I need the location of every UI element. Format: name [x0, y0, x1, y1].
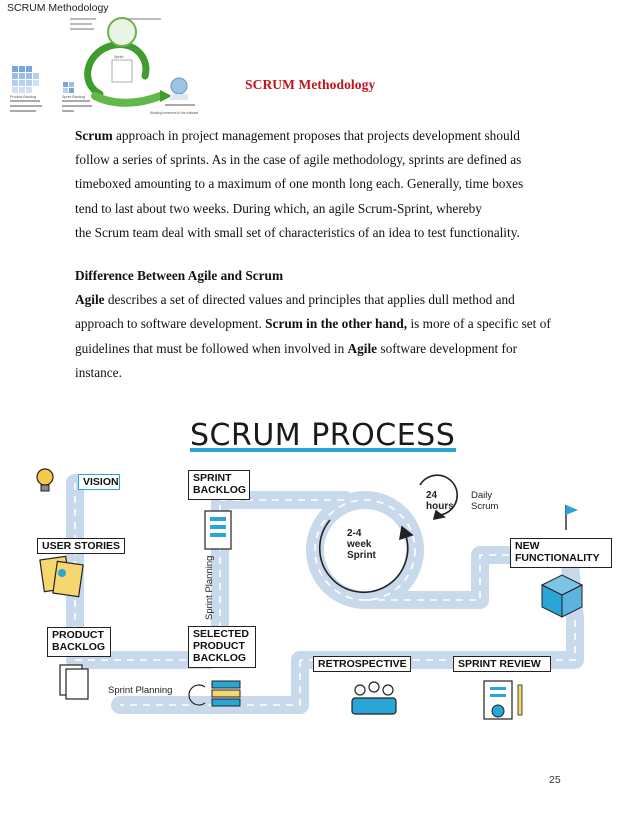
diagram-title: SCRUM PROCESS	[190, 418, 456, 453]
paragraph-line: Scrum approach in project management pro…	[75, 124, 575, 148]
label-line: hours	[426, 501, 454, 512]
product-box-icon	[540, 574, 584, 618]
sprint-backlog-list-icon	[204, 510, 232, 550]
line-text: follow a series of sprints. As in the ca…	[75, 152, 522, 168]
sprint-planning-vertical-label: Sprint Planning	[204, 555, 215, 620]
selected-product-backlog-label: SELECTED PRODUCT BACKLOG	[188, 626, 256, 668]
label-line: PRODUCT	[193, 640, 245, 652]
scrum-process-road	[36, 468, 584, 720]
sprint-planning-bottom-label: Sprint Planning	[108, 685, 173, 696]
paragraph-line: tend to last about two weeks. During whi…	[75, 197, 575, 221]
label-line: BACKLOG	[193, 484, 247, 496]
bold-term: Scrum in the other hand,	[265, 316, 408, 332]
label-line: 2-4	[347, 528, 362, 539]
label-line: Sprint	[347, 550, 376, 561]
user-story-cards-icon	[39, 555, 84, 598]
label-line: 24	[426, 490, 438, 501]
thumbnail-tiny-label-sprint: Sprint	[114, 55, 123, 59]
paragraph-line: timeboxed amounting to a maximum of one …	[75, 172, 575, 196]
line-text: instance.	[75, 364, 122, 380]
sprint-length-label: 2-4 week Sprint	[347, 528, 376, 561]
title-underline	[190, 448, 456, 452]
new-functionality-label: NEW FUNCTIONALITY	[510, 538, 612, 568]
page-number: 25	[549, 774, 561, 786]
sprint-review-label: SPRINT REVIEW	[453, 656, 551, 672]
label-line: SPRINT	[193, 472, 232, 484]
label-line: BACKLOG	[52, 641, 106, 653]
document-stack-icon	[59, 664, 89, 700]
thumbnail-tiny-label-increment: Working increment of the software	[150, 111, 199, 115]
line-text: guidelines that must be followed when in…	[75, 340, 348, 356]
subheading: Difference Between Agile and Scrum	[75, 268, 284, 283]
label-line: Scrum	[471, 501, 499, 512]
thumbnail-tiny-label-sprint-backlog: Sprint Backlog	[62, 95, 85, 99]
paragraph-line: the Scrum team deal with small set of ch…	[75, 221, 575, 245]
lightbulb-icon	[36, 468, 54, 492]
paragraph-agile-vs-scrum: Difference Between Agile and Scrum Agile…	[75, 264, 575, 385]
daily-scrum-label: Daily Scrum	[471, 490, 498, 512]
paragraph-line: follow a series of sprints. As in the ca…	[75, 148, 575, 172]
retrospective-label: RETROSPECTIVE	[313, 656, 411, 672]
label-line: Daily	[471, 490, 493, 501]
section-heading: SCRUM Methodology	[245, 77, 376, 92]
paragraph-scrum-intro: Scrum approach in project management pro…	[75, 124, 575, 245]
paragraph-line: approach to software development. Scrum …	[75, 312, 575, 336]
scrum-thumbnail-figure: Product Backlog Sprint Backlog Sprint Wo…	[10, 17, 199, 115]
sprint-cycle-arrows-icon	[84, 17, 172, 107]
label-line: FUNCTIONALITY	[515, 552, 600, 564]
line-text: tend to last about two weeks. During whi…	[75, 200, 482, 216]
selected-backlog-blocks-icon	[188, 680, 241, 707]
bold-term: Agile	[75, 292, 105, 308]
line-text: describes a set of directed values and p…	[104, 292, 515, 308]
hours-label: 24 hours	[426, 490, 454, 512]
line-text: approach in project management proposes …	[112, 128, 520, 143]
line-text: timeboxed amounting to a maximum of one …	[75, 176, 524, 192]
sprint-backlog-blocks-icon	[63, 82, 74, 93]
vision-label: VISION	[78, 474, 120, 490]
thumbnail-title: SCRUM Methodology	[7, 2, 109, 14]
line-text: software development for	[377, 340, 518, 356]
bold-term: Agile	[347, 340, 378, 356]
paragraph-line: guidelines that must be followed when in…	[75, 337, 575, 361]
label-line: PRODUCT	[52, 629, 104, 641]
paragraph-line: instance.	[75, 361, 575, 385]
user-stories-label: USER STORIES	[37, 538, 125, 554]
bold-term: Scrum	[75, 128, 113, 143]
line-text: the Scrum team deal with small set of ch…	[75, 224, 520, 240]
sprint-backlog-label: SPRINT BACKLOG	[188, 470, 250, 500]
line-text: is more of a specific set of	[407, 316, 551, 332]
label-line: SELECTED	[193, 628, 250, 640]
line-text: approach to software development.	[75, 316, 266, 332]
team-meeting-icon	[351, 681, 397, 715]
label-line: week	[347, 539, 372, 550]
flag-icon	[565, 505, 578, 530]
product-backlog-blocks-icon	[12, 66, 39, 93]
working-increment-globe-icon	[170, 77, 188, 100]
paragraph-line: Agile describes a set of directed values…	[75, 288, 575, 312]
label-line: NEW	[515, 540, 540, 552]
thumbnail-tiny-label-product-backlog: Product Backlog	[10, 95, 36, 99]
review-clipboard-icon	[483, 680, 523, 720]
product-backlog-label: PRODUCT BACKLOG	[47, 627, 111, 657]
label-line: BACKLOG	[193, 652, 247, 664]
